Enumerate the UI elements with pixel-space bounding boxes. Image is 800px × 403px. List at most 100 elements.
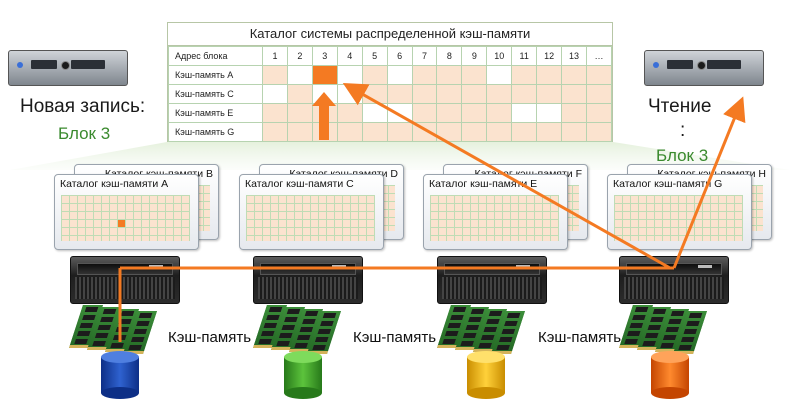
global-cache-directory: Каталог системы распределенной кэш-памят… — [167, 22, 613, 142]
directory-cell — [536, 84, 563, 104]
directory-cell — [436, 65, 463, 85]
directory-cell — [386, 122, 413, 142]
directory-cell — [561, 103, 587, 123]
directory-cell — [461, 103, 488, 123]
cache-memory-label: Кэш-память — [353, 329, 437, 346]
directory-cell — [262, 84, 288, 104]
directory-cell — [436, 103, 463, 123]
column-header: 7 — [411, 46, 438, 66]
directory-cell — [262, 65, 288, 85]
directory-cell — [336, 84, 363, 104]
panel-front-title: Каталог кэш-памяти E — [429, 178, 538, 190]
column-header: 10 — [486, 46, 513, 66]
rack-server-icon-right — [644, 50, 764, 86]
rack-server-icon-left — [8, 50, 128, 86]
panel-front-title: Каталог кэш-памяти A — [60, 178, 169, 190]
column-header: 8 — [436, 46, 463, 66]
read-block-label: Блок 3 — [656, 146, 709, 165]
directory-panel-front: Каталог кэш-памяти E — [423, 174, 568, 250]
directory-cell — [336, 103, 363, 123]
directory-cell — [436, 122, 463, 142]
directory-cell — [286, 84, 313, 104]
directory-cell — [336, 65, 363, 85]
directory-cell-highlighted — [311, 65, 338, 85]
directory-panel-front: Каталог кэш-памяти C — [239, 174, 384, 250]
directory-cell — [561, 84, 587, 104]
read-colon: : — [680, 120, 686, 141]
directory-cell — [486, 103, 513, 123]
directory-cell — [311, 122, 338, 142]
directory-cell — [286, 122, 313, 142]
column-header: 13 — [561, 46, 587, 66]
directory-cell — [411, 122, 438, 142]
rack-server-icon — [253, 256, 363, 304]
mini-highlight-cell — [118, 220, 125, 227]
directory-cell — [311, 84, 338, 104]
column-header: 5 — [361, 46, 388, 66]
directory-cell — [511, 84, 538, 104]
ram-module-icon — [253, 305, 348, 354]
directory-cell — [411, 103, 438, 123]
write-block-label: Блок 3 — [58, 124, 111, 143]
column-header: 4 — [336, 46, 363, 66]
ram-module-icon — [69, 305, 164, 354]
column-header: 1 — [262, 46, 288, 66]
cache-memory-label: Кэш-память — [538, 329, 622, 346]
directory-cell — [561, 65, 587, 85]
directory-cell — [411, 84, 438, 104]
column-header: 9 — [461, 46, 488, 66]
rack-server-icon — [619, 256, 729, 304]
directory-cell — [386, 103, 413, 123]
cache-memory-label: Кэш-память — [168, 329, 252, 346]
directory-cell — [536, 103, 563, 123]
directory-cell — [585, 122, 613, 142]
directory-title: Каталог системы распределенной кэш-памят… — [168, 23, 612, 46]
directory-cell — [511, 122, 538, 142]
directory-row: Кэш-память A — [168, 65, 613, 85]
directory-cell — [585, 65, 613, 85]
directory-cell — [486, 84, 513, 104]
directory-cell — [486, 65, 513, 85]
block-address-header: Адрес блока — [168, 46, 263, 66]
directory-cell — [386, 84, 413, 104]
directory-cell — [585, 103, 613, 123]
column-header: 12 — [536, 46, 563, 66]
directory-header-row: Адрес блока 1 2 3 4 5 6 7 8 9 10 11 12 1… — [168, 46, 613, 66]
directory-cell — [386, 65, 413, 85]
directory-cell — [361, 103, 388, 123]
directory-cell — [262, 122, 288, 142]
ram-module-icon — [619, 305, 714, 354]
directory-cell — [461, 65, 488, 85]
directory-panel-front: Каталог кэш-памяти G — [607, 174, 752, 250]
directory-cell — [411, 65, 438, 85]
panel-front-title: Каталог кэш-памяти G — [613, 178, 723, 190]
read-label: Чтение — [648, 96, 712, 117]
write-label: Новая запись: — [20, 96, 146, 117]
rack-server-icon — [437, 256, 547, 304]
directory-cell — [511, 103, 538, 123]
directory-row-label: Кэш-память G — [168, 122, 263, 142]
directory-row-label: Кэш-память A — [168, 65, 263, 85]
directory-row: Кэш-память G — [168, 122, 613, 142]
column-header: … — [585, 46, 613, 66]
directory-panel-front: Каталог кэш-памяти A — [54, 174, 199, 250]
directory-cell — [361, 122, 388, 142]
directory-row-label: Кэш-память E — [168, 103, 263, 123]
ram-module-icon — [437, 305, 532, 354]
panel-front-title: Каталог кэш-памяти C — [245, 178, 354, 190]
directory-cell — [262, 103, 288, 123]
directory-cell — [286, 103, 313, 123]
directory-cell — [461, 84, 488, 104]
directory-table: Адрес блока 1 2 3 4 5 6 7 8 9 10 11 12 1… — [168, 46, 613, 142]
rack-server-icon — [70, 256, 180, 304]
column-header: 6 — [386, 46, 413, 66]
directory-cell — [585, 84, 613, 104]
column-header: 11 — [511, 46, 538, 66]
directory-cell — [286, 65, 313, 85]
directory-row: Кэш-память E — [168, 103, 613, 123]
directory-cell — [536, 65, 563, 85]
directory-cell — [511, 65, 538, 85]
directory-cell — [561, 122, 587, 142]
directory-cell — [361, 65, 388, 85]
directory-cell — [436, 84, 463, 104]
